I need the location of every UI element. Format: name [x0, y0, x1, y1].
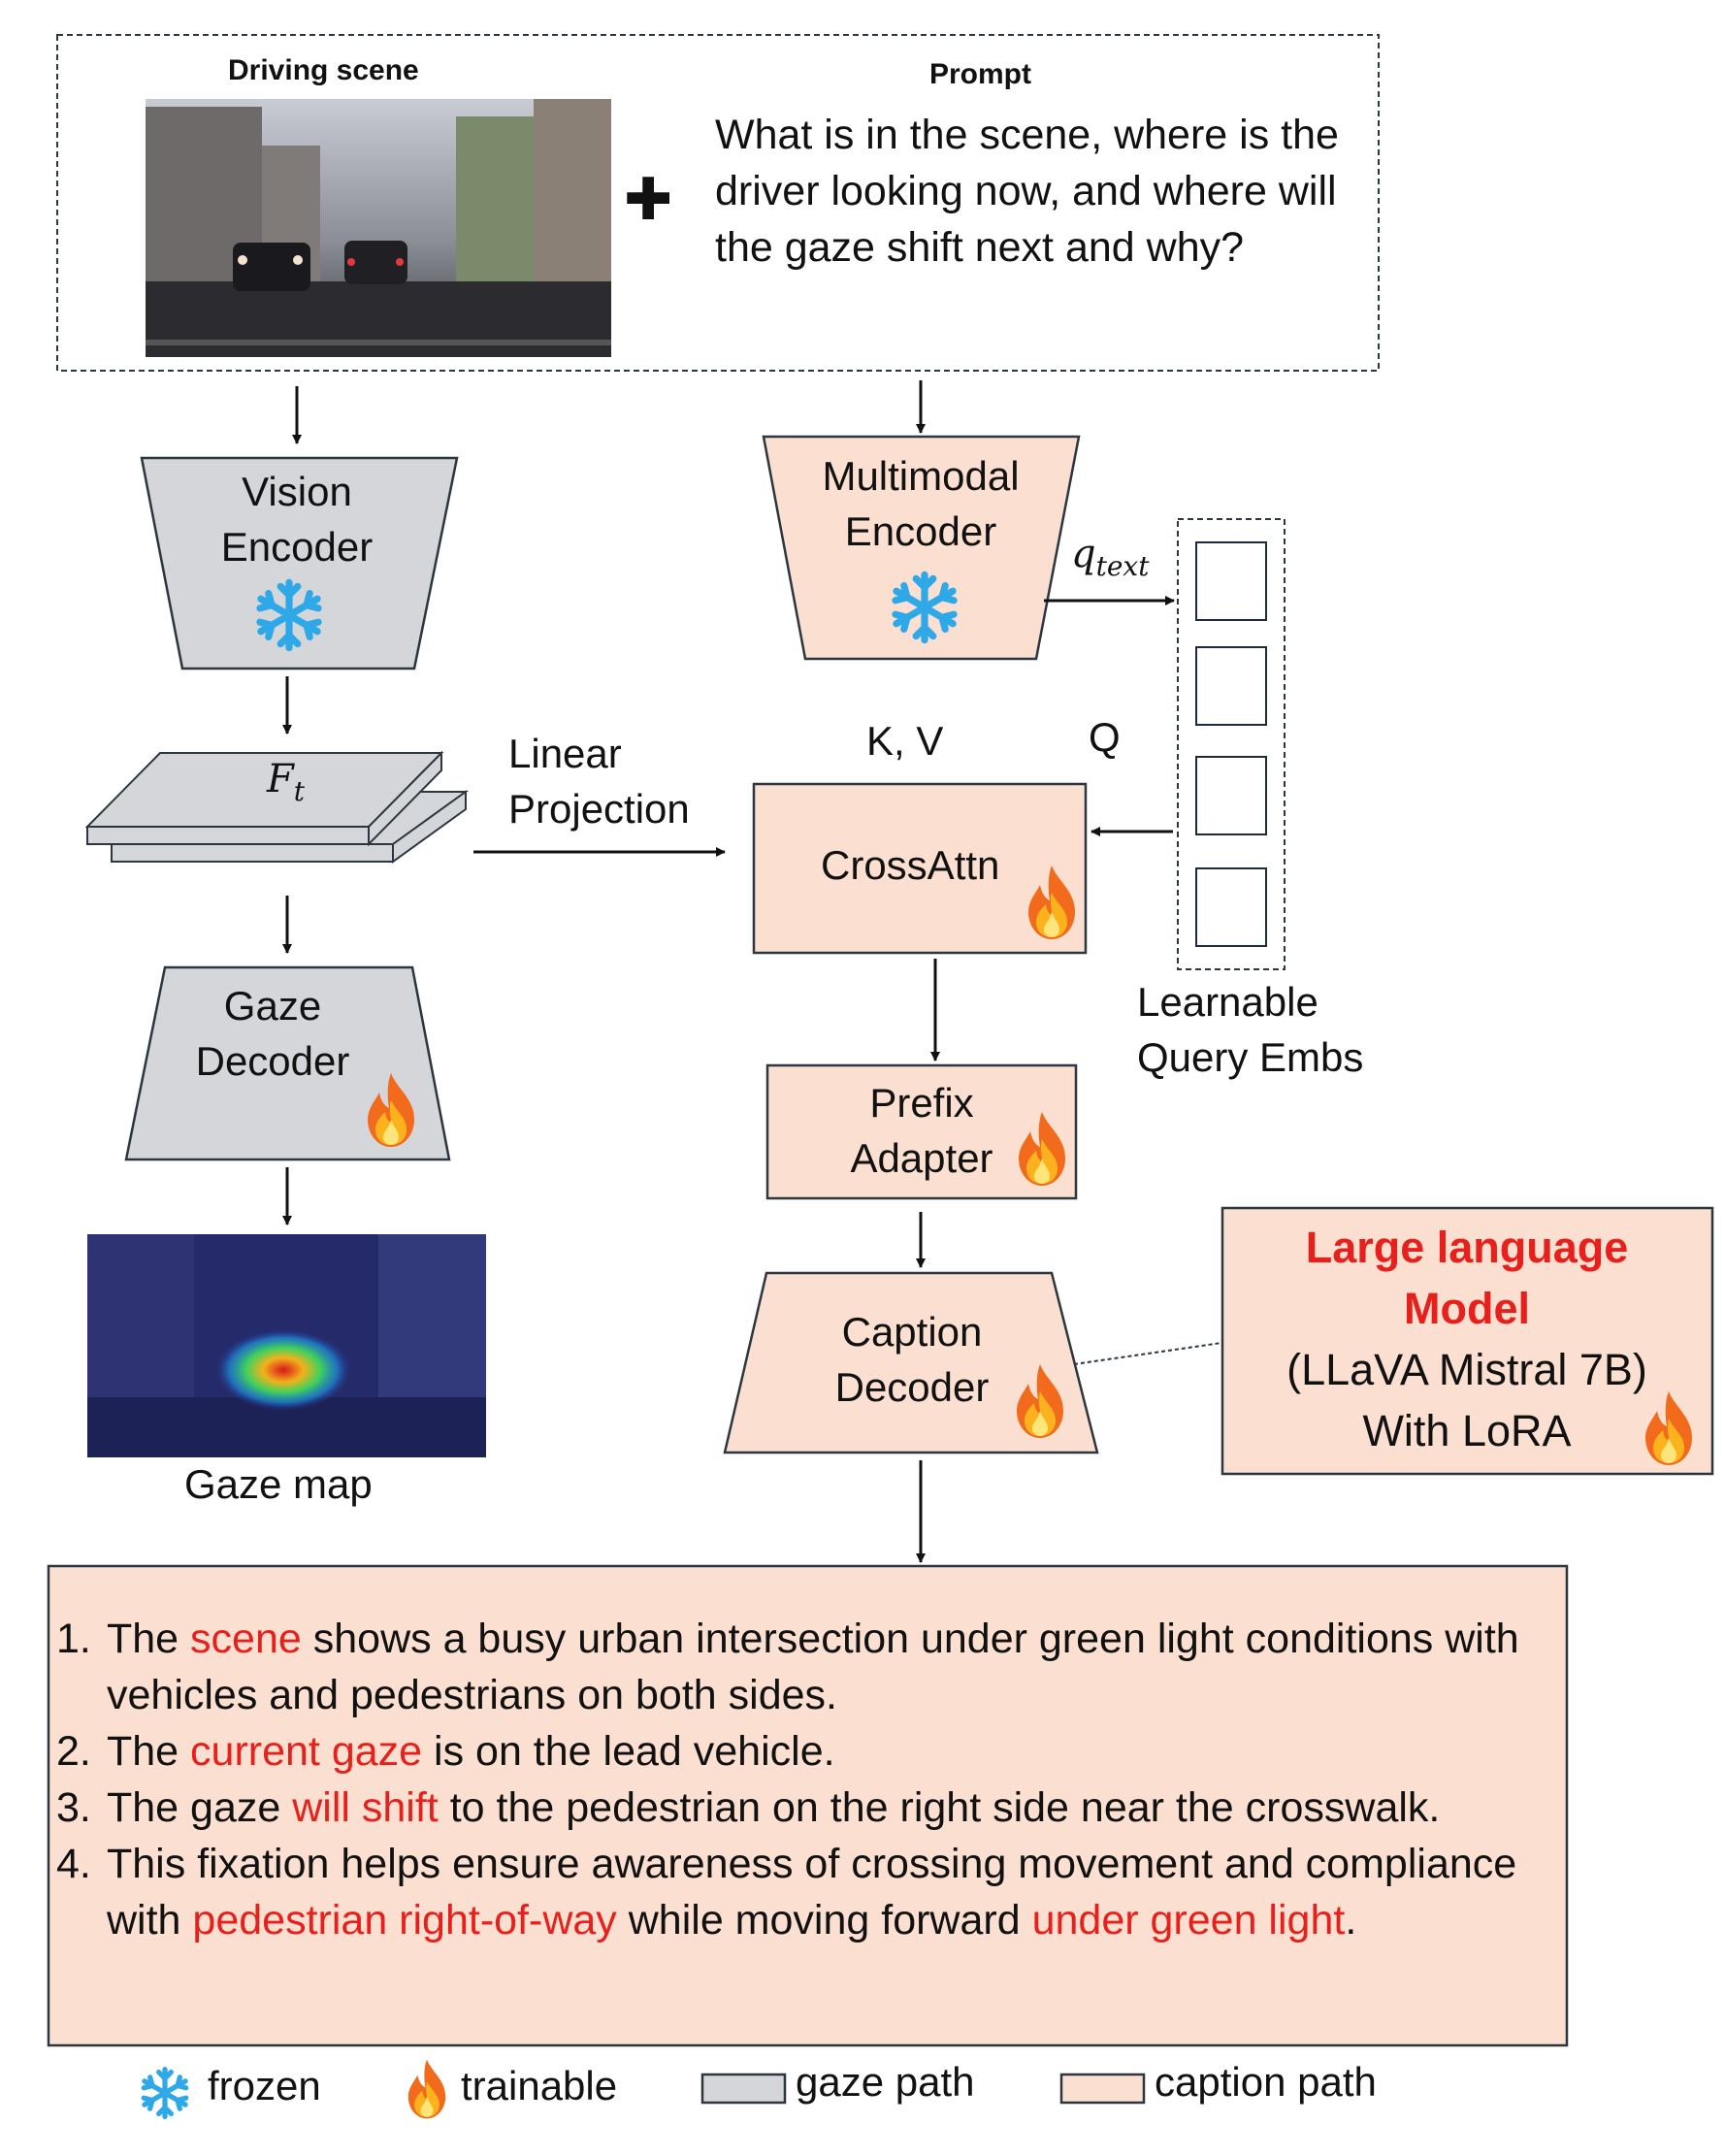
- caption-text: is on the lead vehicle.: [422, 1728, 835, 1775]
- feature-stack: [84, 750, 470, 864]
- driving-scene-image: [146, 99, 611, 357]
- prompt-label: Prompt: [929, 58, 1031, 90]
- llm-label: Large language Model (LLaVA Mistral 7B) …: [1286, 1223, 1647, 1455]
- caption-highlight: scene: [190, 1616, 302, 1662]
- learnable-query-frame: [1177, 518, 1286, 970]
- gaze-decoder-label: Gaze Decoder: [195, 983, 350, 1084]
- prompt-text: What is in the scene, where is the drive…: [715, 112, 1339, 271]
- caption-highlight: will shift: [292, 1784, 439, 1831]
- caption-text: The gaze: [107, 1784, 293, 1831]
- plus-icon: ✚: [624, 167, 673, 232]
- learnable-query-label: Learnable Query Embs: [1137, 979, 1364, 1080]
- vision-encoder-label: Vision Encoder: [220, 469, 374, 570]
- query-slot: [1195, 867, 1267, 947]
- gaze-map-label: Gaze map: [184, 1461, 373, 1507]
- legend-frozen: frozen: [208, 2063, 321, 2108]
- caption-decoder-label: Caption Decoder: [834, 1309, 990, 1410]
- caption-text: while moving forward: [616, 1897, 1032, 1944]
- prefix-adapter-label: Prefix Adapter: [850, 1080, 993, 1181]
- query-slot: [1195, 541, 1267, 621]
- gaze-map-image: [87, 1234, 486, 1457]
- caption-text: The: [107, 1616, 191, 1662]
- caption-decoder-shape: [723, 1271, 1099, 1454]
- caption-highlight: current gaze: [190, 1728, 423, 1775]
- vision-encoder-shape: [140, 456, 459, 670]
- caption-item: The gaze will shift to the pedestrian on…: [56, 1780, 1601, 1836]
- multimodal-encoder-shape: [762, 435, 1081, 661]
- caption-highlight: under green light: [1031, 1897, 1346, 1944]
- features-label: Ft: [267, 757, 306, 807]
- gaze-path-swatch: [700, 2073, 787, 2105]
- caption-item: The current gaze is on the lead vehicle.: [56, 1723, 1601, 1780]
- query-slot: [1195, 646, 1267, 726]
- caption-item: The scene shows a busy urban intersectio…: [56, 1611, 1601, 1723]
- cross-attn-label: CrossAttn: [821, 842, 1000, 888]
- gaze-decoder-shape: [124, 965, 451, 1161]
- query-slot: [1195, 756, 1267, 835]
- snowflake-icon: [142, 2070, 189, 2117]
- scene-label: Driving scene: [228, 54, 419, 86]
- llm-box: [1221, 1206, 1714, 1476]
- legend-trainable: trainable: [461, 2063, 618, 2108]
- caption-text: to the pedestrian on the right side near…: [438, 1784, 1441, 1831]
- caption-list: The scene shows a busy urban intersectio…: [56, 1611, 1601, 1948]
- flame-icon: [407, 2059, 446, 2119]
- q-label: Q: [1089, 714, 1121, 760]
- llm-link: [1073, 1342, 1222, 1365]
- linear-projection-label: Linear Projection: [508, 731, 690, 832]
- caption-text: .: [1345, 1897, 1357, 1944]
- q-text-label: qtext: [1071, 532, 1150, 582]
- caption-highlight: pedestrian right-of-way: [192, 1897, 617, 1944]
- arrows: [282, 380, 1175, 1563]
- caption-text: This fixation helps ensure awareness of …: [107, 1841, 1517, 1944]
- caption-path-swatch: [1059, 2073, 1146, 2105]
- caption-item: This fixation helps ensure awareness of …: [56, 1836, 1601, 1948]
- legend-caption-path: caption path: [1155, 2059, 1377, 2105]
- cross-attn-box: [752, 782, 1088, 955]
- kv-label: K, V: [866, 718, 944, 764]
- input-frame: [56, 34, 1380, 372]
- caption-text: The: [107, 1728, 191, 1775]
- caption-text: shows a busy urban intersection under gr…: [107, 1616, 1519, 1718]
- legend-gaze-path: gaze path: [796, 2059, 975, 2105]
- multimodal-encoder-label: Multimodal Encoder: [822, 453, 1020, 554]
